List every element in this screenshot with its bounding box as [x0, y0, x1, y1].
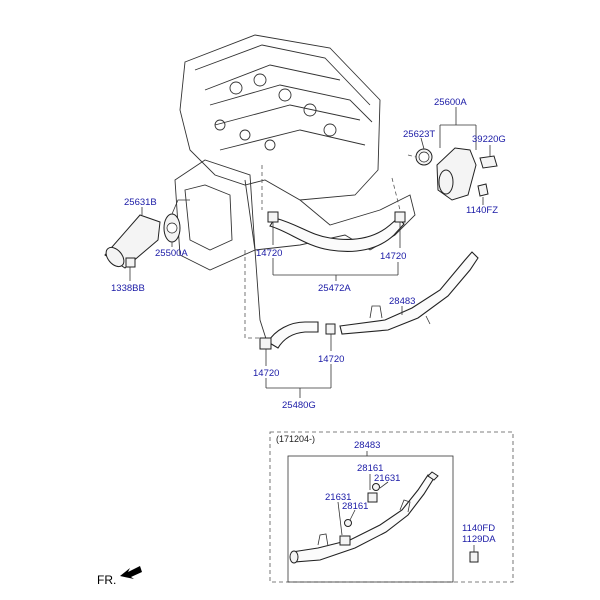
label-25600A[interactable]: 25600A — [434, 97, 467, 108]
label-25500A[interactable]: 25500A — [155, 248, 188, 259]
label-25631B[interactable]: 25631B — [124, 197, 157, 208]
label-28161-top[interactable]: 28161 — [357, 463, 383, 474]
engine-block-drawing — [174, 34, 416, 346]
hose-25480G[interactable] — [259, 321, 336, 350]
front-arrow-icon — [120, 566, 142, 579]
detail-box-171204 — [269, 431, 514, 583]
label-25472A[interactable]: 25472A — [318, 283, 351, 294]
label-14720-lower-right[interactable]: 14720 — [318, 354, 344, 365]
label-1129DA[interactable]: 1129DA — [462, 534, 496, 545]
label-28483[interactable]: 28483 — [389, 296, 415, 307]
label-21631-top[interactable]: 21631 — [374, 473, 400, 484]
hose-25472A[interactable] — [267, 211, 406, 252]
label-14720-left[interactable]: 14720 — [256, 248, 282, 259]
thermostat-housing-assembly[interactable] — [415, 147, 498, 201]
leader-lines — [129, 107, 491, 398]
leader-lines-lower — [337, 451, 389, 536]
label-25480G[interactable]: 25480G — [282, 400, 316, 411]
label-fr: FR. — [97, 573, 116, 587]
label-28483-detail[interactable]: 28483 — [354, 440, 380, 451]
front-direction-indicator: FR. — [97, 566, 142, 587]
water-pipe-28483[interactable] — [339, 251, 479, 335]
label-28161-left[interactable]: 28161 — [342, 501, 368, 512]
label-14720-right[interactable]: 14720 — [380, 251, 406, 262]
label-1140FD[interactable]: 1140FD — [462, 523, 495, 534]
label-1338BB[interactable]: 1338BB — [111, 283, 145, 294]
label-39220G[interactable]: 39220G — [472, 134, 506, 145]
label-date-code: (171204-) — [276, 434, 315, 444]
label-25623T[interactable]: 25623T — [403, 129, 435, 140]
label-21631-left[interactable]: 21631 — [325, 492, 351, 503]
label-1140FZ[interactable]: 1140FZ — [466, 205, 498, 216]
label-14720-lower-left[interactable]: 14720 — [253, 368, 279, 379]
